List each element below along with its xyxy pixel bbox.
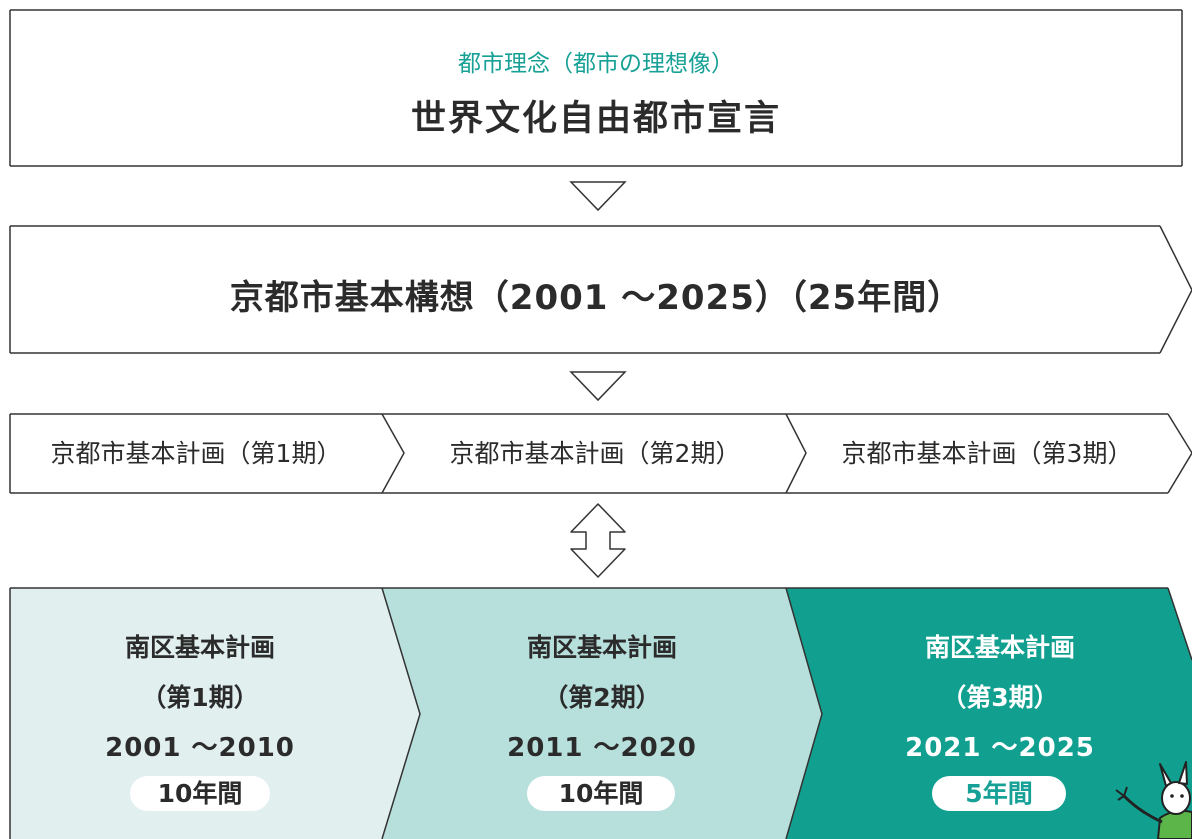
minami-plan-2: 南区基本計画 （第2期） 2011 ～2020 10年間 [400, 628, 804, 818]
city-ideal-box [9, 9, 1183, 167]
duration-badge: 5年間 [932, 776, 1066, 811]
minami-plan-phase: （第1期） [141, 683, 259, 712]
minami-plan-title: 南区基本計画 [924, 633, 1075, 662]
minami-plan-3: 南区基本計画 （第3期） 2021 ～2025 5年間 [800, 628, 1192, 818]
minami-plan-phase: （第2期） [543, 683, 661, 712]
city-ideal-title: 世界文化自由都市宣言 [410, 99, 781, 139]
minami-plan-years: 2011 ～2020 [507, 733, 697, 763]
basic-plan-label-1: 京都市基本計画（第1期） [50, 439, 342, 468]
duration-badge: 10年間 [130, 776, 270, 811]
mascot-illustration [1115, 761, 1192, 839]
minami-plan-years: 2021 ～2025 [905, 733, 1095, 763]
minami-plan-title: 南区基本計画 [124, 633, 275, 662]
basic-concept-title: 京都市基本構想（2001 ～2025）（25年間） [229, 278, 963, 318]
minami-plan-panel-3 [786, 588, 1192, 839]
city-ideal-label: 都市理念（都市の理想像） [458, 51, 734, 77]
basic-concept-box [9, 225, 1192, 354]
duration-badge: 10年間 [527, 776, 675, 811]
minami-plan-title: 南区基本計画 [526, 633, 677, 662]
double-arrow-icon [570, 503, 626, 578]
minami-plan-panel-1 [10, 588, 420, 839]
panel-borders [9, 587, 1192, 839]
basic-plan-label-3: 京都市基本計画（第3期） [841, 439, 1133, 468]
minami-plan-panel-2 [382, 588, 822, 839]
minami-plan-1: 南区基本計画 （第1期） 2001 ～2010 10年間 [10, 628, 390, 818]
minami-plan-phase: （第3期） [941, 683, 1059, 712]
minami-plan-years: 2001 ～2010 [105, 733, 295, 763]
down-arrow-icon [569, 181, 627, 212]
basic-plan-row [9, 413, 1192, 494]
basic-plan-label-2: 京都市基本計画（第2期） [449, 439, 741, 468]
down-arrow-icon [569, 371, 627, 402]
